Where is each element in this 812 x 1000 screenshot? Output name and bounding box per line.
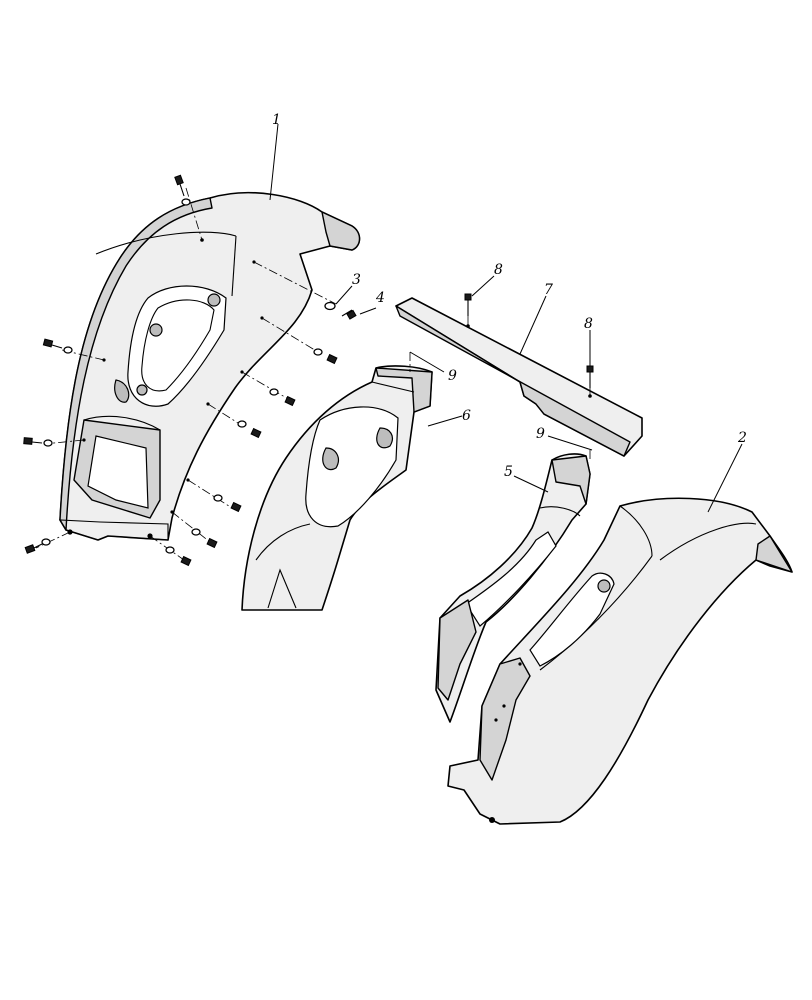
bolt-lower-3 [165,546,192,567]
callout-9-right: 9 [536,426,593,451]
bolt-fasteners-part-1 [23,174,357,567]
bolt-right-1 [324,301,357,320]
callout-label-9-left: 9 [448,368,457,384]
callout-5: 5 [504,464,549,493]
fasteners-rail [409,293,594,460]
screw-8-left [464,293,472,326]
callout-label-5: 5 [504,464,513,480]
callout-label-6: 6 [462,408,471,424]
callout-1: 1 [269,112,281,201]
callout-2: 2 [707,430,747,513]
inner-liner-part-6 [241,365,433,611]
callout-label-2: 2 [737,430,747,446]
bolt-lower-left [24,538,51,554]
bolt-right-3 [269,388,296,407]
fender-left-part-1 [58,191,361,541]
bolt-lower-2 [191,528,218,549]
callout-4: 4 [359,290,385,315]
callout-8-right: 8 [584,316,593,366]
callout-label-8-right: 8 [584,316,593,332]
bolt-right-4 [237,420,262,439]
bolt-lower-1 [213,494,242,513]
fender-right-part-2 [447,497,793,825]
callout-label-8-left: 8 [494,262,503,278]
inner-liner-part-5 [435,453,591,723]
callout-label-3: 3 [352,272,361,288]
callout-7: 7 [519,282,553,355]
callout-label-4: 4 [375,290,385,306]
callout-3: 3 [335,272,361,305]
bolt-left-1 [42,338,73,354]
cross-rail-part-7 [395,297,643,457]
callout-label-9-right: 9 [536,426,545,442]
callout-label-1: 1 [272,112,281,128]
callout-8-left: 8 [471,262,503,297]
screw-8-right [586,365,594,396]
callout-6: 6 [427,408,471,427]
bolt-left-2 [23,437,53,447]
bolt-right-2 [313,348,338,365]
callout-9-left: 9 [409,351,457,384]
callout-label-7: 7 [544,282,553,298]
bolt-top [174,174,191,206]
